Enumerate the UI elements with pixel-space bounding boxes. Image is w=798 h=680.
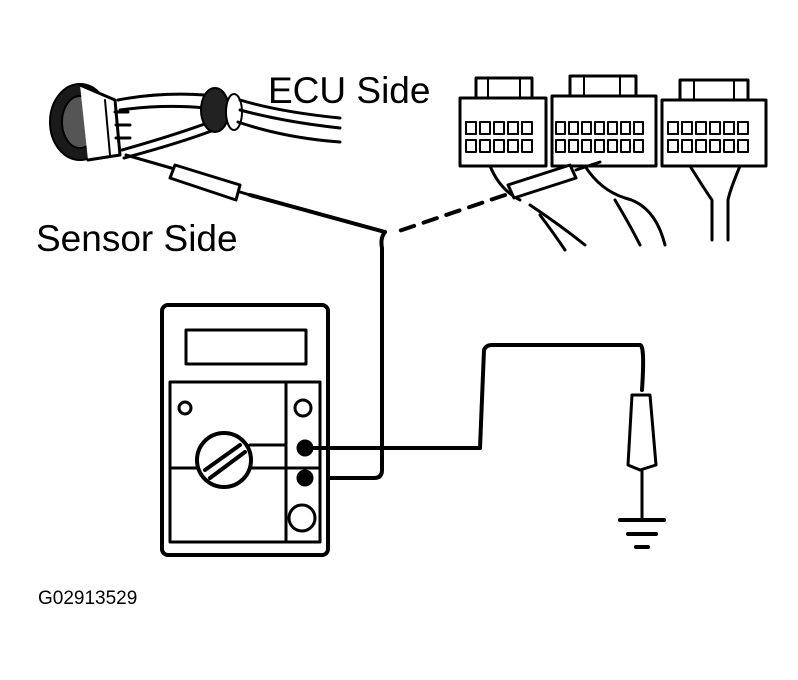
sensor-side-label: Sensor Side [36, 218, 238, 259]
ecu-connector-1 [458, 76, 548, 202]
meter-jack-input [296, 469, 314, 487]
ecu-side-probe [394, 160, 602, 234]
meter-display [184, 328, 308, 366]
meter-jack-com [296, 439, 314, 457]
test-lead-wire [314, 230, 387, 480]
ground-symbol [618, 518, 666, 549]
figure-code: G02913529 [38, 588, 138, 609]
sensor-connector [49, 83, 216, 162]
ecu-connector-3 [660, 78, 768, 242]
ground-lead [310, 343, 658, 522]
sensor-harness-clip [200, 87, 342, 144]
multimeter [160, 303, 330, 557]
ecu-connector-2 [528, 74, 667, 252]
ecu-side-label: ECU Side [268, 70, 431, 111]
sensor-side-probe [124, 153, 387, 234]
rotary-selector-knob [195, 431, 253, 489]
